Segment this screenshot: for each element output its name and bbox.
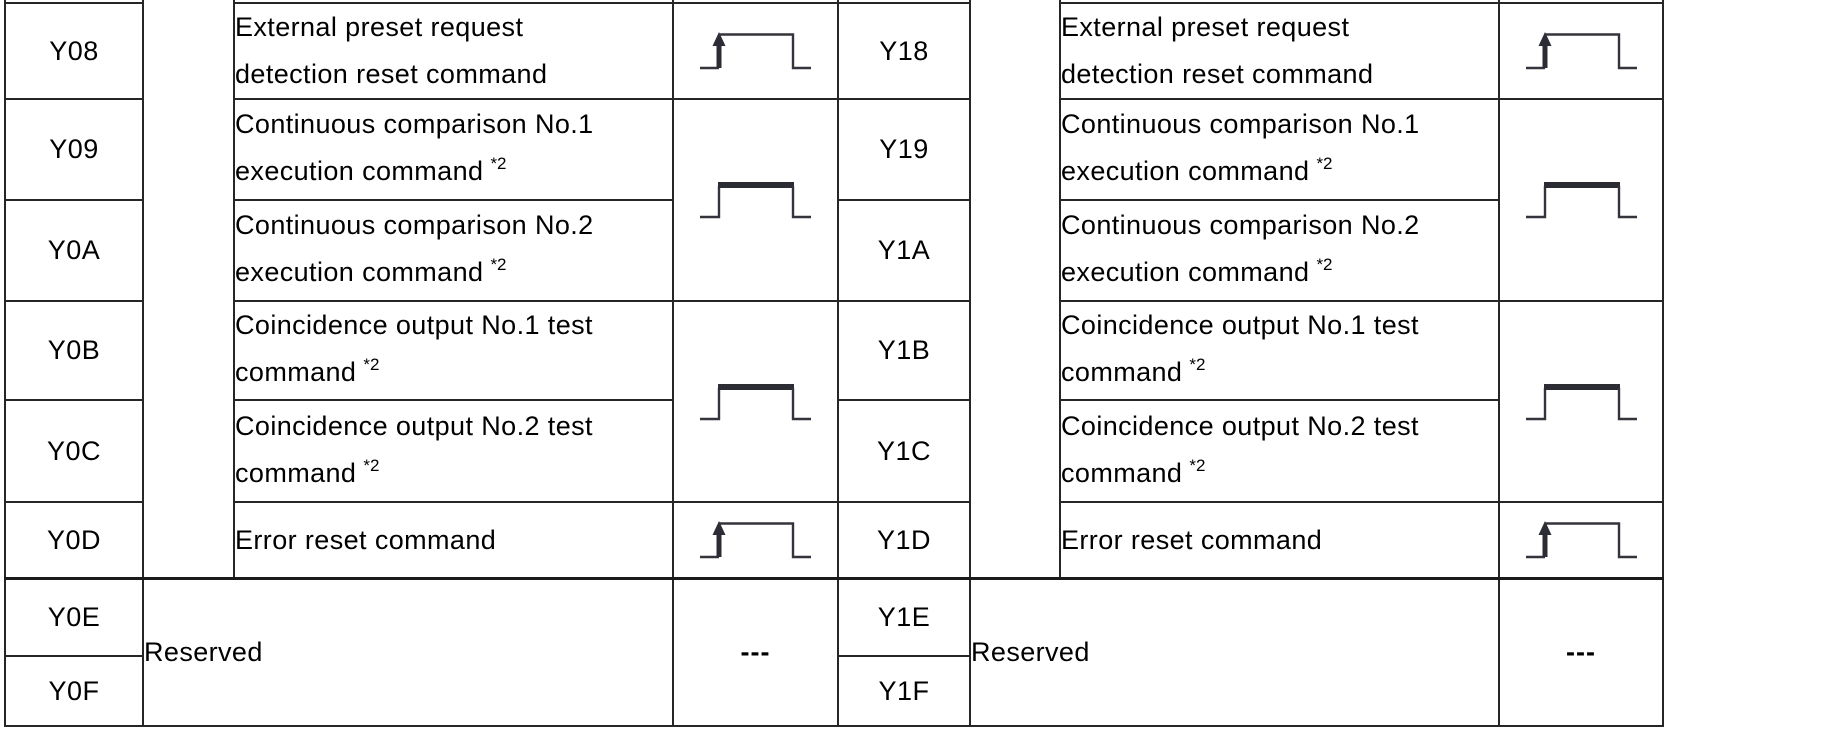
signal-description-y1c: Coincidence output No.2 test command*2 [1059, 399, 1500, 503]
desc-line-2: execution command*2 [1061, 255, 1333, 287]
cropped-waveform-cell-left [672, 0, 839, 4]
cropped-desc-cell-right [1059, 0, 1500, 4]
footnote-ref: *2 [363, 355, 380, 374]
signal-code-y09: Y09 [4, 98, 144, 201]
waveform-cell-y18 [1498, 2, 1664, 100]
cropped-code-cell-right [837, 0, 971, 4]
table-row: Y0A Continuous comparison No.2 execution… [4, 199, 1663, 302]
signal-code-y1c: Y1C [837, 399, 971, 503]
signal-code-y0d: Y0D [4, 501, 144, 580]
waveform-cell-y0d [672, 501, 839, 580]
table-row: Y0D Error reset command Y1D Error reset … [4, 501, 1664, 580]
signal-description-y08: External preset request detection reset … [233, 2, 674, 100]
table-row: Y0E Reserved --- Y1E Reserved --- [4, 577, 1664, 727]
desc-line-2: command*2 [235, 355, 380, 387]
waveform-cell-y19-y1a [1498, 98, 1664, 302]
footnote-ref: *2 [1189, 355, 1206, 374]
footnote-ref: *2 [1316, 154, 1333, 173]
signal-description-y0b: Coincidence output No.1 test command*2 [233, 300, 674, 401]
signal-description-y1a: Continuous comparison No.2 execution com… [1059, 199, 1500, 302]
signal-description-y18: External preset request detection reset … [1059, 2, 1500, 100]
desc-line-1: Coincidence output No.2 test [235, 410, 593, 441]
footnote-ref: *2 [363, 455, 380, 475]
pulse-high-level-icon [1525, 383, 1637, 420]
desc-line-2: execution command*2 [1061, 154, 1333, 186]
signal-code-y0f: Y0F [4, 655, 144, 727]
desc-line-1: Continuous comparison No.1 [235, 109, 594, 139]
signal-code-y19: Y19 [837, 98, 971, 201]
desc-line-2: detection reset command [235, 59, 548, 89]
pulse-high-level-icon [700, 383, 811, 420]
desc-line-2: execution command*2 [235, 255, 507, 287]
cropped-desc-cell-left [233, 0, 674, 4]
desc-line-1: Error reset command [1061, 524, 1323, 555]
empty-group-column-right [969, 0, 1061, 580]
signal-description-y0c: Coincidence output No.2 test command*2 [233, 399, 674, 503]
signal-code-y08: Y08 [4, 2, 144, 100]
waveform-cell-y08 [672, 2, 839, 100]
signal-code-y1b: Y1B [837, 300, 971, 401]
reserved-cell-right: Reserved [969, 577, 1500, 727]
signal-code-y0e: Y0E [4, 577, 144, 657]
desc-line-1: Continuous comparison No.2 [1061, 210, 1420, 240]
desc-line-1: External preset request [235, 12, 524, 42]
signal-description-y09: Continuous comparison No.1 execution com… [233, 98, 674, 201]
signal-code-y1d: Y1D [837, 501, 971, 580]
pulse-rising-edge-icon [1525, 521, 1637, 559]
desc-line-1: Continuous comparison No.2 [235, 210, 594, 240]
empty-group-column-left [142, 0, 235, 580]
signal-code-y1e: Y1E [837, 577, 971, 657]
footnote-ref: *2 [490, 154, 507, 173]
pulse-rising-edge-icon [700, 521, 811, 559]
signal-code-y1a: Y1A [837, 199, 971, 302]
desc-line-2: detection reset command [1061, 59, 1374, 89]
desc-line-1: Coincidence output No.1 test [1061, 310, 1419, 340]
signal-description-y1b: Coincidence output No.1 test command*2 [1059, 300, 1500, 401]
table-row: Y0C Coincidence output No.2 test command… [4, 399, 1663, 503]
no-waveform-placeholder-left: --- [672, 577, 839, 727]
footnote-ref: *2 [1189, 455, 1206, 475]
output-signal-table: Y08 External preset request detection re… [4, 0, 1664, 727]
signal-description-y0d: Error reset command [233, 501, 674, 580]
footnote-ref: *2 [490, 255, 507, 274]
table-row: Y08 External preset request detection re… [4, 2, 1664, 100]
pulse-rising-edge-icon [1525, 32, 1637, 70]
waveform-cell-y1d [1498, 501, 1664, 580]
signal-code-y0c: Y0C [4, 399, 144, 503]
reserved-cell-left: Reserved [142, 577, 674, 727]
signal-description-y19: Continuous comparison No.1 execution com… [1059, 98, 1500, 201]
desc-line-1: Continuous comparison No.1 [1061, 109, 1420, 139]
desc-line-2: command*2 [1061, 355, 1206, 387]
no-waveform-placeholder-right: --- [1498, 577, 1664, 727]
desc-line-1: Coincidence output No.2 test [1061, 410, 1419, 441]
signal-code-y0b: Y0B [4, 300, 144, 401]
cropped-code-cell-left [4, 0, 144, 4]
cropped-row-sliver [4, 0, 1664, 580]
desc-line-2: execution command*2 [235, 154, 507, 186]
waveform-cell-y1b-y1c [1498, 300, 1664, 503]
pulse-high-level-icon [1525, 182, 1637, 219]
pulse-high-level-icon [700, 182, 811, 219]
table-row: Y09 Continuous comparison No.1 execution… [4, 98, 1664, 302]
signal-description-y0a: Continuous comparison No.2 execution com… [233, 199, 674, 302]
signal-code-y18: Y18 [837, 2, 971, 100]
signal-description-y1d: Error reset command [1059, 501, 1500, 580]
desc-line-2: command*2 [1061, 455, 1206, 488]
waveform-cell-y0b-y0c [672, 300, 839, 503]
signal-code-y0a: Y0A [4, 199, 144, 302]
desc-line-2: command*2 [235, 455, 380, 488]
table-row: Y0B Coincidence output No.1 test command… [4, 300, 1664, 503]
cropped-waveform-cell-right-open [1498, 0, 1664, 4]
signal-code-y1f: Y1F [837, 655, 971, 727]
desc-line-1: External preset request [1061, 12, 1350, 42]
desc-line-1: Coincidence output No.1 test [235, 310, 593, 340]
waveform-cell-y09-y0a [672, 98, 839, 302]
footnote-ref: *2 [1316, 255, 1333, 274]
desc-line-1: Error reset command [235, 524, 497, 555]
table-row: Y0F Y1F [4, 655, 1663, 727]
pulse-rising-edge-icon [700, 32, 811, 70]
